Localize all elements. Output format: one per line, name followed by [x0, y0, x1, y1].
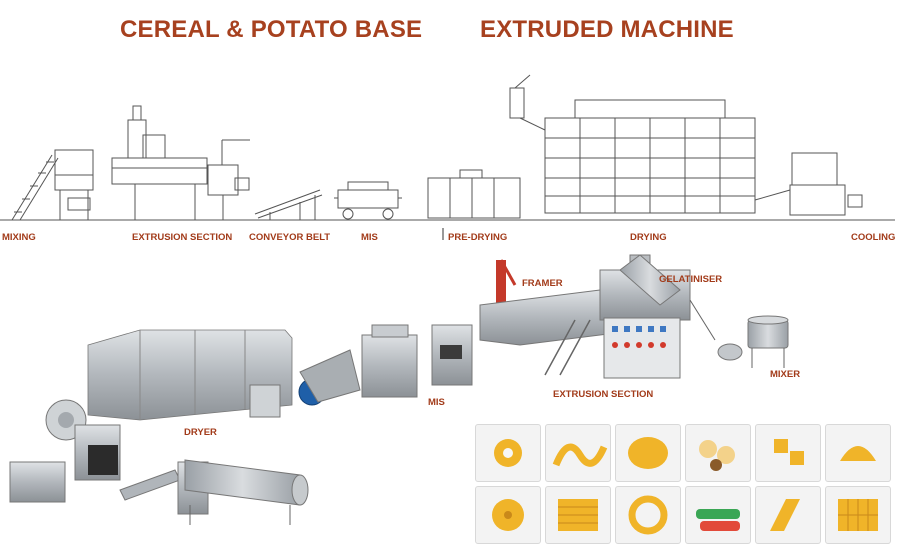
mixer-machine [717, 315, 789, 368]
mis-machines [361, 324, 473, 398]
flower-snack-icon [475, 486, 541, 544]
label-conveyor-belt: CONVEYOR BELT [249, 232, 331, 243]
frying-flavoring-line [9, 399, 309, 525]
cooling-drawing [754, 152, 863, 216]
ball-snack-icon [685, 424, 751, 482]
penne-snack-icon [755, 486, 821, 544]
label-drying: DRYING [630, 232, 667, 243]
label-cooling: COOLING [851, 232, 896, 243]
label-mixing: MIXING [2, 232, 36, 243]
label-pre-drying: PRE-DRYING [448, 232, 508, 243]
extrusion-line-machine [479, 254, 716, 379]
wheel-snack-icon [475, 424, 541, 482]
label-extrusion-section-bottom: EXTRUSION SECTION [553, 389, 654, 400]
title-extruded-machine: EXTRUDED MACHINE [480, 16, 734, 43]
label-framer: FRAMER [522, 278, 563, 289]
label-gelatiniser: GELATINISER [659, 274, 723, 285]
title-cereal-potato-base: CEREAL & POTATO BASE [120, 16, 423, 43]
chip-snack-icon [615, 424, 681, 482]
framer-crane [496, 259, 517, 320]
grid-snack-icon [825, 486, 891, 544]
extrusion-section-drawing [111, 105, 250, 220]
label-mis-bottom: MIS [428, 397, 445, 408]
drying-tower-drawing [509, 74, 756, 214]
label-extrusion-section-top: EXTRUSION SECTION [132, 232, 233, 243]
spiral-snack-icon [545, 424, 611, 482]
label-dryer: DRYER [184, 427, 217, 438]
mixing-machine-drawing [11, 149, 94, 221]
shell-snack-icon [825, 424, 891, 482]
ring-snack-icon [615, 486, 681, 544]
conveyor-belt-drawing [254, 189, 323, 220]
mis-drawing [334, 181, 402, 220]
tube-snack-icon [685, 486, 751, 544]
label-mis-top: MIS [361, 232, 378, 243]
dryer-machine [87, 329, 361, 421]
label-mixer: MIXER [770, 369, 801, 380]
screw-snack-icon [545, 486, 611, 544]
pre-drying-drawing [427, 169, 521, 219]
cube-snack-icon [755, 424, 821, 482]
